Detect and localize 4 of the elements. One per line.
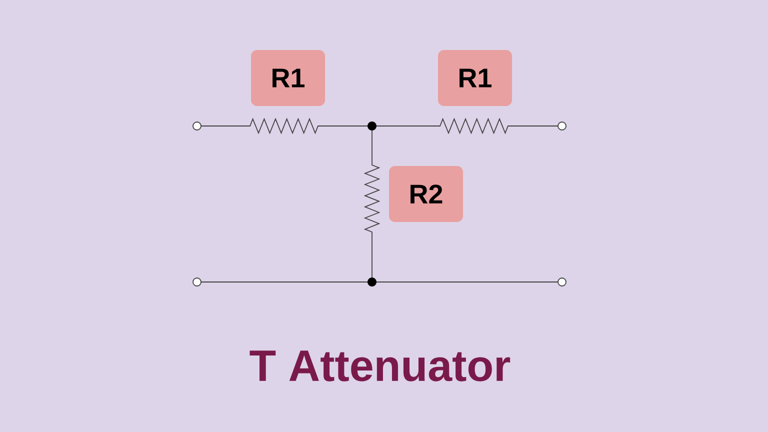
label-box: R1 <box>438 50 512 106</box>
title: T Attenuator <box>250 350 510 382</box>
label-box: R1 <box>251 50 325 106</box>
label-box: R2 <box>389 166 463 222</box>
